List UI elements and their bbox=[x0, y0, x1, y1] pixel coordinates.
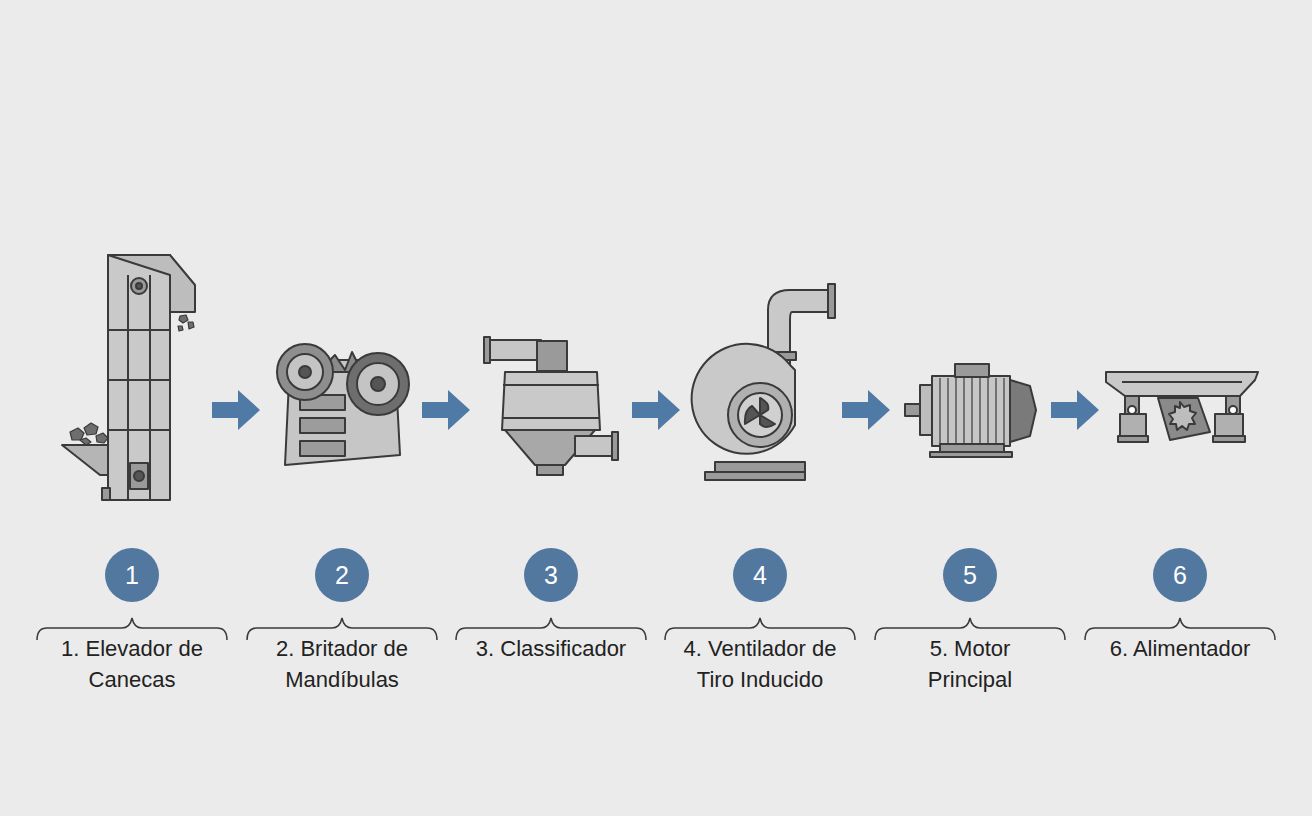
equipment-label: 1. Elevador de Canecas bbox=[37, 633, 227, 695]
induced-draft-fan bbox=[692, 284, 835, 480]
main-motor bbox=[905, 364, 1036, 457]
step-number-circle: 4 bbox=[733, 548, 787, 602]
step-number-circle: 6 bbox=[1153, 548, 1207, 602]
equipment-label: 3. Classificador bbox=[451, 633, 651, 664]
callout-number: 4 bbox=[753, 563, 767, 588]
callout-number: 6 bbox=[1173, 563, 1187, 588]
step-number-circle: 5 bbox=[943, 548, 997, 602]
jaw-crusher bbox=[277, 344, 409, 465]
bucket-elevator bbox=[62, 255, 195, 500]
step-number-circle: 1 bbox=[105, 548, 159, 602]
step-number-circle: 2 bbox=[315, 548, 369, 602]
callout-number: 2 bbox=[335, 563, 349, 588]
vibrating-feeder bbox=[1106, 372, 1258, 442]
callout-number: 1 bbox=[125, 563, 139, 588]
callout-number: 5 bbox=[963, 563, 977, 588]
equipment-label: 5. Motor Principal bbox=[900, 633, 1040, 695]
equipment-label: 2. Britador de Mandíbulas bbox=[247, 633, 437, 695]
equipment-label: 4. Ventilador de Tiro Inducido bbox=[665, 633, 855, 695]
step-number-circle: 3 bbox=[524, 548, 578, 602]
label-brackets bbox=[37, 618, 1275, 640]
flow-arrows bbox=[212, 390, 1099, 430]
classifier bbox=[484, 337, 618, 475]
equipment-label: 6. Alimentador bbox=[1080, 633, 1280, 664]
callout-number: 3 bbox=[544, 563, 558, 588]
